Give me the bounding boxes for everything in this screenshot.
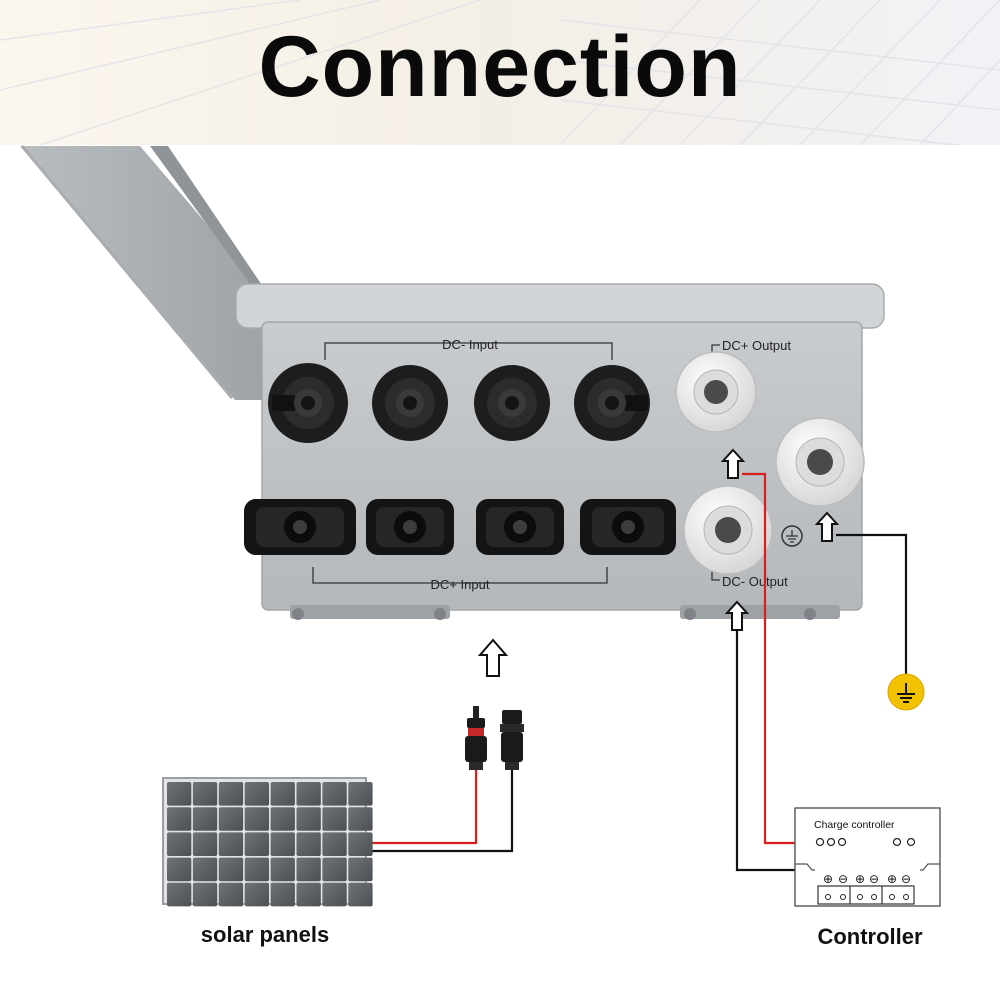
solar-cell (322, 782, 347, 806)
label-dc-minus-output: DC- Output (722, 574, 788, 589)
charge-controller-diagram: Charge controller ⊕ ⊖ ⊕ ⊖ ⊕ ⊖ (794, 807, 941, 907)
wiring (365, 472, 908, 872)
terminal-symbol: ⊖ (901, 872, 911, 886)
solar-cell (192, 782, 218, 806)
page-title: Connection (258, 19, 742, 115)
label-dc-plus-input: DC+ Input (431, 577, 490, 592)
solar-cell (218, 882, 244, 907)
terminal-symbol: ⊕ (855, 872, 865, 886)
solar-cell (270, 857, 295, 882)
label-dc-minus-input: DC- Input (442, 337, 498, 352)
label-controller: Controller (817, 924, 923, 949)
terminal-symbol: ⊕ (887, 872, 897, 886)
solar-cell (167, 807, 192, 831)
solar-cell (270, 807, 295, 831)
solar-cell (296, 882, 321, 907)
mc4-connector-icon (500, 710, 524, 770)
solar-cell (270, 782, 295, 806)
panel-positive-wire (365, 770, 478, 845)
mc4-connector-icon (366, 499, 454, 555)
mc4-connector-icon (574, 365, 650, 441)
solar-cell (244, 832, 269, 856)
solar-cell (218, 832, 244, 856)
solar-cell (192, 857, 218, 882)
cable-gland-ground (775, 417, 865, 507)
cable-gland-dc-plus-output (675, 351, 757, 433)
terminal-symbol: ⊖ (869, 872, 879, 886)
terminal-symbol: ⊖ (838, 872, 848, 886)
solar-cell (296, 857, 321, 882)
ground-wire (836, 533, 908, 675)
solar-cell (348, 882, 373, 907)
solar-cell-grid (167, 782, 373, 907)
solar-cell (244, 882, 269, 907)
mc4-connector-icon (244, 499, 356, 555)
panel-negative-wire (365, 770, 514, 853)
header-background (0, 0, 1000, 145)
solar-cell (296, 832, 321, 856)
solar-cell (218, 807, 244, 831)
up-arrow-icon (814, 511, 840, 542)
header-banner: Connection (0, 0, 1000, 145)
terminal-screws (825, 894, 909, 900)
label-solar-panels: solar panels (200, 922, 330, 947)
up-arrow-icon (720, 448, 746, 479)
controller-negative-wire (735, 628, 795, 872)
terminal-symbol: ⊕ (823, 872, 833, 886)
solar-cell (192, 832, 218, 856)
indicator-leds (815, 837, 916, 847)
mc4-connector-icon (474, 365, 550, 441)
solar-cell (192, 882, 218, 907)
solar-panel-image (162, 777, 373, 907)
solar-cell (296, 807, 321, 831)
solar-cell (192, 807, 218, 831)
solar-cell (348, 782, 373, 806)
solar-cell (322, 832, 347, 856)
solar-cell (322, 807, 347, 831)
charge-controller-title: Charge controller (814, 819, 895, 831)
solar-cell (270, 882, 295, 907)
up-arrow-icon (477, 638, 509, 677)
mc4-connector-pair (465, 706, 524, 770)
cable-gland-dc-minus-output (683, 485, 773, 575)
solar-cell (322, 857, 347, 882)
controller-positive-wire (742, 472, 795, 845)
mc4-connector-icon (476, 499, 564, 555)
label-brackets (312, 342, 720, 584)
solar-cell (244, 857, 269, 882)
controller-terminals: ⊕ ⊖ ⊕ ⊖ ⊕ ⊖ (823, 872, 911, 886)
solar-cell (167, 832, 192, 856)
solar-cell (296, 782, 321, 806)
solar-cell (348, 832, 373, 856)
solar-cell (348, 857, 373, 882)
mc4-connector-icon (580, 499, 676, 555)
solar-cell (244, 807, 269, 831)
up-arrow-icon (724, 600, 750, 631)
dc-minus-input-connectors (268, 363, 650, 443)
mc4-connector-icon (372, 365, 448, 441)
mc4-connector-icon (268, 363, 348, 443)
solar-cell (218, 782, 244, 806)
ground-badge-icon (887, 673, 925, 711)
dc-plus-input-connectors (244, 499, 676, 555)
mc4-connector-icon (465, 706, 487, 770)
solar-cell (322, 882, 347, 907)
ground-symbol-icon (781, 525, 803, 547)
solar-cell (244, 782, 269, 806)
label-dc-plus-output: DC+ Output (722, 338, 791, 353)
solar-cell (167, 857, 192, 882)
solar-cell (167, 782, 192, 806)
solar-cell (218, 857, 244, 882)
enclosure-lid (20, 145, 272, 400)
solar-cell (167, 882, 192, 907)
solar-cell (270, 832, 295, 856)
arrows (477, 448, 840, 677)
solar-cell (348, 807, 373, 831)
